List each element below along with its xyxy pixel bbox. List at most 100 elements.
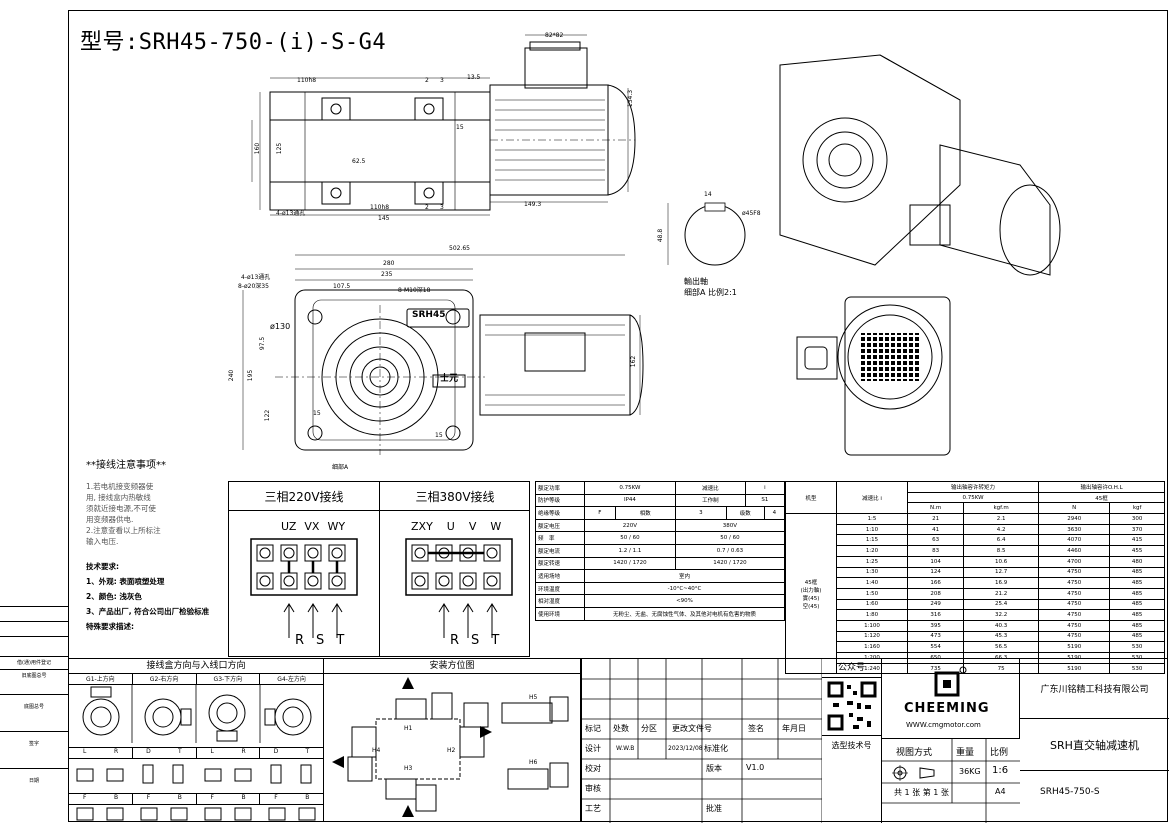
junction-sub: F: [210, 794, 214, 801]
torque-cell: 455: [1109, 545, 1165, 557]
arrows-380: [438, 603, 498, 638]
torque-cell: 395: [906, 619, 965, 632]
view-method-label: 视图方式: [896, 748, 933, 758]
spec-cell: 1.2 / 1.1: [584, 543, 676, 558]
torque-cell: 1:80: [836, 609, 908, 621]
torque-cell: 8.5: [963, 545, 1040, 557]
dim-107-5: 107.5: [333, 283, 351, 290]
left-strip-cell: 旧底图总号: [0, 669, 68, 694]
junction-sub: F: [82, 794, 87, 801]
wiring-notes: **接线注意事项** 1.若电机接变频器使 用, 接线盒内热敏线 须就近接电源,…: [86, 460, 226, 632]
wiring-panel: 三相220V接线 三相380V接线 UZ VX WY ZXY U V W: [228, 481, 530, 657]
spec-cell: 4: [763, 506, 786, 520]
torque-cell: 4750: [1038, 630, 1111, 643]
torque-cell: 485: [1109, 609, 1165, 621]
terminal-label: VX: [304, 520, 320, 533]
torque-cell: 4750: [1038, 566, 1111, 579]
tech-line: 3、产品出厂, 符合公司出厂检验标准: [86, 607, 210, 616]
dim-134-3: 134.3: [627, 89, 635, 108]
spec-cell: 220V: [584, 518, 676, 533]
dim-15-bottom: 15: [435, 432, 443, 439]
torque-cell: 208: [906, 587, 965, 600]
left-strip-cell: 底图总号: [0, 694, 68, 731]
spec-cell: 50 / 60: [584, 531, 676, 545]
junction-sub: B: [100, 794, 133, 804]
tb-zone: 分区: [641, 724, 657, 733]
qr-code-icon: [827, 681, 877, 731]
phase-label: T: [336, 633, 345, 648]
wiring-380-title: 三相380V接线: [415, 490, 495, 504]
torque-cell: 4460: [1038, 545, 1111, 557]
spec-cell: 1420 / 1720: [674, 556, 786, 571]
projection-symbol-icon: [892, 765, 935, 781]
phase-labels-380: R S T: [450, 633, 499, 648]
wechat-label: 公众号: [822, 659, 881, 678]
tb-standard: 标准化: [704, 744, 728, 753]
spec-cell: -10°C~40°C: [584, 581, 785, 596]
junction-sub: B: [164, 794, 197, 804]
scale-value: 1:6: [992, 765, 1009, 776]
revision-grid: [582, 659, 822, 823]
logo-mark: 士元: [440, 374, 459, 384]
dim-162: 162: [630, 355, 638, 368]
torque-model-line: (出力軸): [800, 587, 822, 594]
torque-header: 机型: [785, 480, 837, 515]
torque-cell: 104: [906, 555, 965, 568]
torque-cell: 32.2: [963, 609, 1040, 621]
torque-cell: 4750: [1038, 619, 1111, 632]
spec-cell: 相数: [614, 506, 676, 520]
torque-cell: 4750: [1038, 598, 1111, 611]
brand-name: CHEEMING: [904, 701, 990, 716]
spec-cell: <90%: [584, 594, 785, 608]
mount-diagram: [332, 677, 569, 817]
dim-145: 145: [378, 215, 390, 222]
torque-cell: 2.1: [963, 513, 1040, 525]
top-view-drawing: [251, 34, 636, 216]
torque-cell: 1:100: [836, 619, 908, 632]
dim-48-8: 48.8: [657, 228, 665, 243]
junction-sub: F: [146, 794, 151, 801]
terminal-label: W: [490, 520, 502, 533]
dim-280: 280: [383, 260, 395, 267]
junction-cols: G1-上方向 G2-右方向 G3-下方向 G4-左方向: [69, 674, 323, 685]
dim-4-13: 4-ø13通孔: [276, 210, 306, 217]
tb-designer: W.W.B: [616, 745, 635, 752]
spec-cell: 频 率: [535, 531, 585, 545]
spec-cell: 0.7 / 0.63: [674, 543, 786, 558]
phase-label: T: [491, 633, 500, 648]
title-block: 标记 处数 分区 更改文件号 签名 年月日 设计 W.W.B 2023/12/0…: [581, 658, 1169, 823]
torque-cell: 21: [906, 513, 965, 525]
tech-no-label: 选型技术号: [822, 735, 881, 756]
torque-cell: 485: [1109, 566, 1165, 579]
torque-cell: 4700: [1038, 555, 1111, 568]
torque-header: 输出轴容许O.H.L: [1038, 481, 1165, 493]
torque-cell: 249: [906, 598, 965, 611]
junction-inlet-row1: [69, 758, 323, 784]
spec-cell: 适用场地: [535, 569, 585, 583]
torque-cell: 40.3: [963, 619, 1040, 632]
tb-design: 设计: [585, 744, 601, 753]
left-strip-table: 借(通)用件登记 旧底图总号 底图总号 签字 日期: [0, 656, 68, 822]
left-strip-cell: 签字: [0, 731, 68, 768]
dim-502-65: 502.65: [449, 245, 470, 252]
spec-cell: 减速比: [674, 481, 746, 495]
view-grid: [882, 739, 1020, 823]
torque-cell: 4750: [1038, 609, 1111, 621]
tech-line: 2、颜色: 浅灰色: [86, 592, 142, 601]
junction-sub: R: [228, 748, 261, 758]
junction-title: 接线盒方向与入线口方向: [69, 659, 323, 674]
terminal-label: ZXY: [411, 520, 433, 533]
torque-cell: 4070: [1038, 534, 1111, 547]
spec-cell: 额定功率: [535, 481, 585, 495]
torque-cell: 63: [906, 534, 965, 547]
nameplate-text: SRH45: [412, 310, 446, 320]
junction-motor-views: [82, 685, 312, 743]
terminal-label: WY: [327, 520, 346, 533]
left-strip-cell: 日期: [0, 768, 68, 807]
torque-cell: 554: [906, 641, 965, 653]
dim-125: 125: [276, 142, 284, 155]
